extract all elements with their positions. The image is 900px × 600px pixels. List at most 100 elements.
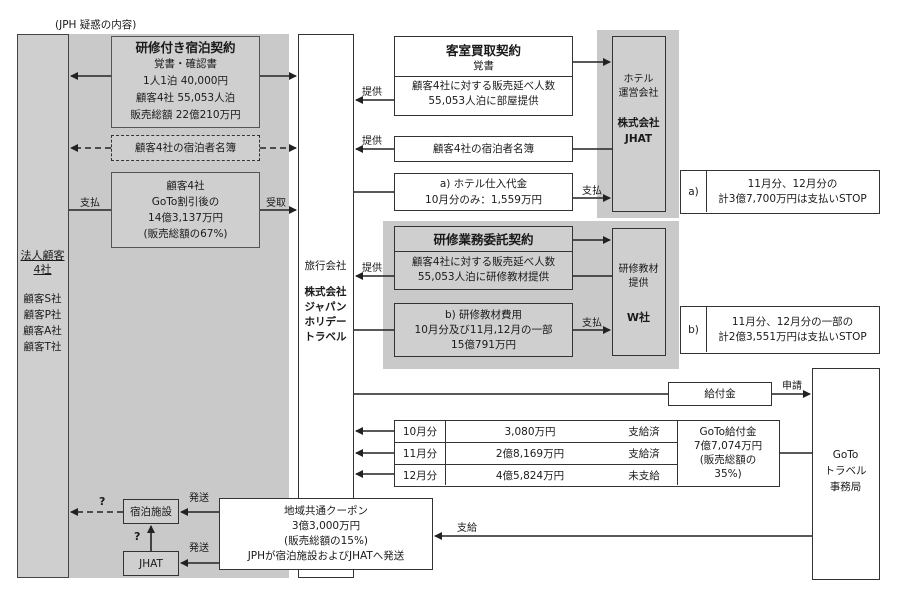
hotel-company-label: 運営会社 [618,88,659,99]
label-provide-training: 提供 [362,263,382,274]
travel-agency-name-line: ジャパン [304,301,347,313]
label-disburse: 支給 [457,523,477,534]
travel-agency-label: 旅行会社 [304,260,347,272]
room-purchase-contract-title: 客室買取契約 [445,43,521,58]
goto-summary-line: 7億7,074万円 [693,440,763,452]
travel-agency-name-line: トラベル [304,331,347,343]
training-cost-box: b) 研修教材費用 10月分及び11月,12月の一部 15億791万円 [394,303,573,357]
material-company-label: 提供 [628,278,649,289]
client-member: 顧客T社 [23,341,62,353]
header-note: (JPH 疑惑の内容) [55,19,137,31]
corporate-clients-count: 4社 [33,263,52,276]
hotel-cost-line: a) ホテル仕入代金 [439,178,528,190]
training-cost-line: 15億791万円 [451,338,516,351]
training-stay-line: 販売総額 22億210万円 [130,109,241,121]
goto-amount: 3,080万円 [504,426,556,438]
payment-line: 14億3,137万円 [148,212,223,224]
corporate-clients-title: 法人顧客 [20,249,65,262]
label-provide-register: 提供 [362,136,382,147]
label-ship-jhat: 発送 [189,543,209,554]
jhat-small-label: JHAT [139,557,163,570]
goto-month: 12月分 [402,469,438,482]
note-a-tag: a) [681,171,707,212]
hotel-company-name: JHAT [624,133,653,145]
goto-status: 支給済 [628,448,660,460]
hotel-company-label: ホテル [623,74,654,85]
training-outsourcing-title: 研修業務委託契約 [433,231,534,247]
room-purchase-contract-doc: 覚書 [473,60,494,72]
training-cost-line: b) 研修教材費用 [444,308,523,321]
coupon-line: (販売総額の15%) [283,535,369,547]
coupon-line: 3億3,000万円 [291,520,361,532]
note-b-line: 11月分、12月分の一部の [731,315,854,328]
room-purchase-line: 55,053人泊に部屋提供 [428,95,539,107]
travel-agency-name-line: 株式会社 [304,286,347,298]
note-b-tag: b) [681,307,707,352]
training-stay-line: 顧客4社 55,053人泊 [135,92,236,104]
training-stay-contract-title: 研修付き宿泊契約 [135,40,236,55]
note-a-box: a) 11月分、12月分の 計3億7,700万円は支払いSTOP [680,170,880,214]
goto-office-line: GoTo [832,449,859,461]
goto-office-box: GoTo トラベル 事務局 [812,368,880,580]
hotel-company-name: 株式会社 [617,117,660,129]
note-b-box: b) 11月分、12月分の一部の 計2億3,551万円は支払いSTOP [680,306,880,354]
note-a-line: 計3億7,700万円は支払いSTOP [718,192,867,205]
coupon-line: 地域共通クーポン [284,505,368,517]
room-purchase-contract-box: 客室買取契約 覚書 顧客4社に対する販売延べ人数 55,053人泊に部屋提供 [394,36,573,116]
label-ship-lodging: 発送 [189,493,209,504]
subsidy-box: 給付金 [668,382,772,406]
client-member: 顧客S社 [23,293,62,305]
room-purchase-line: 顧客4社に対する販売延べ人数 [411,80,556,92]
client-member: 顧客A社 [23,325,62,337]
training-outsourcing-line: 顧客4社に対する販売延べ人数 [411,255,556,268]
hotel-cost-line: 10月分のみ：1,559万円 [425,194,542,206]
hotel-company-box: ホテル 運営会社 株式会社 JHAT [612,36,666,212]
label-provide-room: 提供 [362,87,382,98]
goto-office-line: トラベル [824,465,867,477]
goto-summary-line: (販売総額の [699,454,757,466]
label-pay-hotel: 支払 [582,186,602,197]
corporate-clients-box: 法人顧客 4社 顧客S社 顧客P社 顧客A社 顧客T社 [17,34,69,578]
note-a-line: 11月分、12月分の [747,177,838,190]
training-cost-line: 10月分及び11月,12月の一部 [414,323,553,336]
payment-line: GoTo割引後の [151,196,220,208]
training-stay-contract-box: 研修付き宿泊契約 覚書・確認書 1人1泊 40,000円 顧客4社 55,053… [111,36,260,128]
label-apply: 申請 [782,381,802,392]
guest-register-right-box: 顧客4社の宿泊者名簿 [394,136,573,162]
guest-register-left-box: 顧客4社の宿泊者名簿 [111,135,260,161]
goto-status: 未支給 [628,469,660,482]
coupon-line: JPHが宿泊施設およびJHATへ発送 [247,550,405,562]
material-company-box: 研修教材 提供 W社 [612,228,666,356]
jhat-small-box: JHAT [123,551,179,576]
coupon-box: 地域共通クーポン 3億3,000万円 (販売総額の15%) JPHが宿泊施設およ… [219,498,433,570]
goto-amount: 2億8,169万円 [495,448,565,460]
training-outsourcing-box: 研修業務委託契約 顧客4社に対する販売延べ人数 55,053人泊に研修教材提供 [394,226,573,290]
label-pay-w: 支払 [582,318,602,329]
guest-register-left-label: 顧客4社の宿泊者名簿 [134,142,237,154]
client-payment-box: 顧客4社 GoTo割引後の 14億3,137万円 (販売総額の67%) [111,172,260,248]
lodging-facility-label: 宿泊施設 [130,505,172,518]
goto-month: 10月分 [402,426,438,438]
label-question-jhat: ? [134,530,141,543]
goto-summary-line: GoTo給付金 [699,426,757,438]
label-receive: 受取 [266,198,286,209]
goto-month: 11月分 [402,448,438,460]
payment-line: 顧客4社 [166,180,205,192]
label-question-lodging: ? [99,495,106,508]
travel-agency-name-line: ホリデー [304,316,347,328]
training-stay-contract-doc: 覚書・確認書 [154,58,217,70]
training-outsourcing-line: 55,053人泊に研修教材提供 [417,270,550,283]
goto-table: 10月分 3,080万円 支給済 11月分 2億8,169万円 支給済 12月分… [394,420,780,487]
goto-office-line: 事務局 [829,481,862,493]
label-pay-left: 支払 [80,198,100,209]
client-member: 顧客P社 [23,309,62,321]
note-b-line: 計2億3,551万円は支払いSTOP [718,330,867,343]
goto-status: 支給済 [628,426,660,438]
payment-line: (販売総額の67%) [143,228,228,240]
material-company-name: W社 [626,311,651,324]
lodging-facility-box: 宿泊施設 [123,499,179,524]
material-company-label: 研修教材 [618,264,659,275]
training-stay-line: 1人1泊 40,000円 [143,75,228,87]
hotel-cost-box: a) ホテル仕入代金 10月分のみ：1,559万円 [394,173,573,211]
